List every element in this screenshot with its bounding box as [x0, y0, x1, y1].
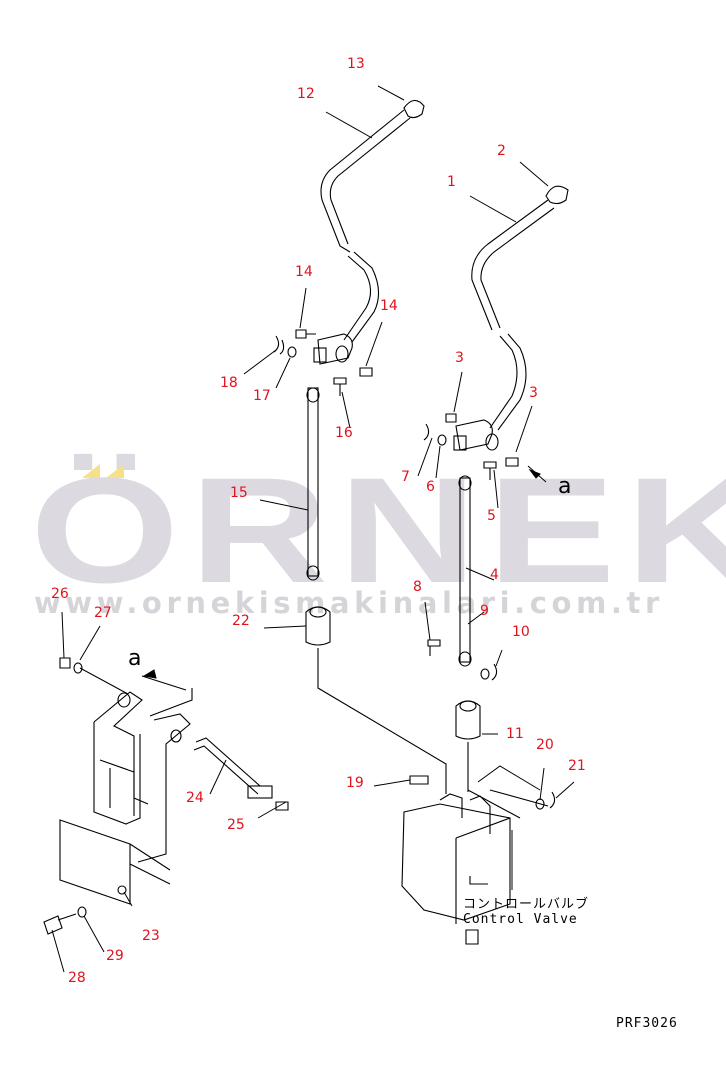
control-valve-label-jp: コントロールバルブ: [463, 897, 590, 912]
callout-number: 22: [232, 613, 250, 629]
control-valve: [401, 789, 549, 945]
callout-number: 12: [297, 86, 315, 102]
callout-number: 14: [295, 264, 313, 280]
callout-number: 11: [506, 726, 524, 742]
callout-number: 17: [253, 388, 271, 404]
pins-and-bolts: [273, 329, 556, 810]
callout-number: 20: [536, 737, 554, 753]
callout-number: 9: [480, 603, 489, 619]
callout-number: 3: [455, 350, 464, 366]
callout-number: 10: [512, 624, 530, 640]
watermark-accent: [82, 464, 100, 478]
callout-number: 4: [490, 567, 499, 583]
callout-number: 14: [380, 298, 398, 314]
bolt-washer-lower: [43, 657, 87, 935]
callout-number: 6: [426, 479, 435, 495]
watermark-logo: ÖRNEK: [30, 446, 726, 614]
callout-number: 26: [51, 586, 69, 602]
callout-number: 24: [186, 790, 204, 806]
watermark-accent: [106, 464, 124, 478]
view-mark: a: [128, 646, 142, 671]
callout-number: 28: [68, 970, 86, 986]
bracket: [59, 688, 193, 905]
leader-lines: [51, 85, 575, 973]
rods: [306, 387, 472, 667]
view-mark: a: [558, 474, 572, 499]
control-valve-label-en: Control Valve: [463, 912, 578, 927]
watermark-url: www.ornekismakinalari.com.tr: [34, 586, 664, 620]
callout-number: 18: [220, 375, 238, 391]
link-rod: [193, 737, 289, 811]
left-lever: [313, 99, 425, 365]
control-valve-label: コントロールバルブ Control Valve: [463, 897, 589, 927]
callout-number: 7: [401, 469, 410, 485]
callout-number: 15: [230, 485, 248, 501]
callout-number: 16: [335, 425, 353, 441]
drawing-code: PRF3026: [616, 1016, 678, 1031]
callout-number: 5: [487, 508, 496, 524]
callout-number: 19: [346, 775, 364, 791]
callout-number: 8: [413, 579, 422, 595]
callout-number: 23: [142, 928, 160, 944]
callout-number: 1: [447, 174, 456, 190]
callout-number: 27: [94, 605, 112, 621]
boots: [305, 606, 481, 794]
callout-number: 29: [106, 948, 124, 964]
callout-number: 2: [497, 143, 506, 159]
callout-number: 3: [529, 385, 538, 401]
callout-number: 13: [347, 56, 365, 72]
right-lever: [453, 185, 569, 451]
callout-number: 25: [227, 817, 245, 833]
callout-number: 21: [568, 758, 586, 774]
